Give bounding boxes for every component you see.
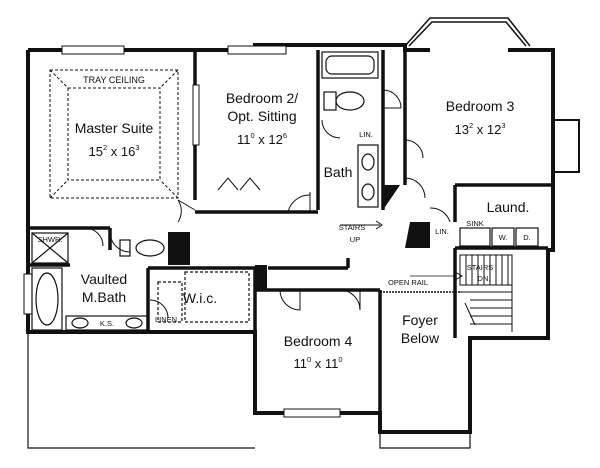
tray-ceiling (49, 69, 179, 199)
washer-label: W. (499, 233, 508, 242)
bedroom3-size: 132 x 123 (454, 121, 505, 137)
linen-label: LINEN (155, 315, 177, 324)
windows (23, 45, 341, 418)
bay-window (404, 17, 531, 47)
roof-outline (27, 332, 471, 449)
bath-fixtures (31, 51, 539, 331)
dn-label: DN. (478, 274, 491, 283)
shower-label: SHWR. (38, 235, 63, 244)
bath-linen-label: LIN. (359, 130, 373, 139)
bedroom3-name: Bedroom 3 (446, 98, 515, 114)
bedroom4-name: Bedroom 4 (284, 333, 353, 349)
master-bath-name-line1: Vaulted (81, 271, 127, 287)
master-suite-name: Master Suite (75, 120, 154, 136)
master-bath-name-line2: M.Bath (82, 289, 126, 305)
tray-ceiling-label: TRAY CEILING (83, 75, 145, 85)
up-label: UP (350, 235, 360, 244)
hall-walls (268, 248, 457, 338)
bedroom2-name-line2: Opt. Sitting (227, 108, 296, 124)
stairs-up-label: STAIRS (339, 223, 366, 232)
bedroom2-size: 110 x 126 (237, 131, 287, 147)
bedroom2-name-line1: Bedroom 2/ (226, 90, 298, 106)
bedroom4-size: 110 x 110 (293, 355, 342, 371)
solid-wall-blocks (168, 185, 430, 290)
knee-space-label: K.S. (100, 319, 114, 328)
laundry-linen-label: LIN. (435, 227, 449, 236)
foyer-name-line1: Foyer (402, 312, 438, 328)
laundry-name: Laund. (487, 199, 530, 215)
open-rail-label: OPEN RAIL (388, 278, 428, 287)
foyer-name-line2: Below (401, 330, 440, 346)
stairs (340, 220, 513, 332)
bedroom3-box-window (552, 119, 580, 173)
laundry-sink-label: SINK (466, 219, 484, 228)
doors (84, 89, 451, 319)
master-suite-size: 152 x 163 (88, 143, 139, 159)
stairs-dn-label: STAIRS (467, 263, 494, 272)
dryer-label: D. (523, 233, 531, 242)
wic-name: W.i.c. (183, 290, 217, 306)
bath-name: Bath (324, 164, 353, 180)
